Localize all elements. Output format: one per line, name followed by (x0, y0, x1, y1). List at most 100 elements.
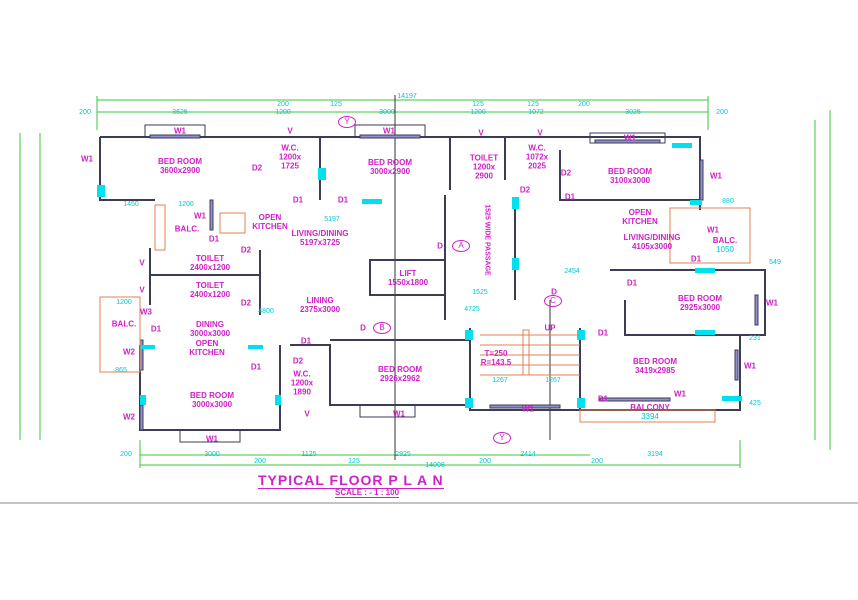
section-marker-y-top: Y (338, 116, 356, 128)
window-tag: W1 (194, 211, 206, 221)
room-name: LINING (306, 296, 334, 305)
dim-bottom: 2925 (395, 451, 411, 458)
room-name: BED ROOM (633, 357, 677, 366)
room-size: 2900 (475, 171, 493, 181)
room-size: 2926x2962 (379, 374, 421, 383)
window-tag: W3 (140, 307, 152, 317)
door-tag: D2 (240, 298, 252, 308)
dim-inner: 1200 (178, 201, 194, 208)
room-size: 2400x1200 (189, 290, 231, 299)
drawing-scale: SCALE : - 1 : 100 (335, 488, 400, 498)
room-size: 1050 (716, 245, 734, 254)
dim-bottom: 200 (120, 451, 132, 458)
dim-top: 200 (79, 109, 91, 116)
dim-top: 1200 (275, 109, 291, 116)
balconies-and-stairs (99, 204, 751, 423)
tread-label: T=250 (484, 349, 508, 358)
room-size: 3000x2900 (369, 167, 411, 176)
dim-inner: 1267 (545, 377, 561, 384)
room-size: 3000x3000 (189, 329, 231, 338)
room-name: BED ROOM (190, 391, 234, 400)
door-tag: D (551, 287, 557, 297)
window-tag: W1 (744, 361, 756, 371)
room-name: W.C. (281, 143, 299, 153)
ventilator-tag: V (478, 128, 484, 138)
ventilator-tag: V (537, 128, 543, 138)
window-tag: W1 (624, 133, 636, 143)
room-name: TOILET (195, 281, 225, 290)
room-balcony-3: BALC. (111, 319, 137, 329)
room-name: BED ROOM (678, 294, 722, 303)
dim-inner: 865 (115, 367, 127, 374)
dim-top: 3025 (625, 109, 641, 116)
dimension-lines (19, 95, 831, 468)
room-name: BALC. (712, 236, 738, 245)
dim-inner: 1200 (116, 299, 132, 306)
window-tag: W1 (674, 389, 686, 399)
window-tag: W1 (206, 434, 218, 444)
drawing-title: TYPICAL FLOOR P L A N (258, 472, 444, 489)
dim-inner: 2454 (564, 268, 580, 275)
room-size: 2925x3000 (679, 303, 721, 312)
room-name: KITCHEN (622, 217, 658, 226)
room-name: OPEN (195, 339, 219, 348)
dim-bottom: 3000 (204, 451, 220, 458)
door-tag: D (360, 323, 366, 333)
room-name: BALCONY (630, 403, 670, 412)
door-tag: D2 (251, 163, 263, 173)
room-size: 1200x (278, 152, 302, 162)
dim-bottom: 3194 (647, 451, 663, 458)
room-size: 1200x (472, 162, 496, 172)
dim-inner: 231 (749, 335, 761, 342)
marker-a: A (452, 240, 470, 252)
room-name: W.C. (528, 143, 546, 153)
door-tag: D1 (597, 394, 609, 404)
dim-bottom-total: 14008 (425, 462, 445, 469)
ventilator-tag: V (304, 409, 310, 419)
door-tag: D1 (337, 195, 349, 205)
room-size: 3394 (641, 412, 659, 421)
ventilator-tag: V (287, 126, 293, 136)
dim-bottom: 200 (591, 458, 603, 465)
room-name: KITCHEN (189, 348, 225, 357)
door-tag: D2 (240, 245, 252, 255)
dim-inner: 549 (769, 259, 781, 266)
windows (139, 124, 759, 443)
dim-inner: 1267 (492, 377, 508, 384)
door-openings (97, 143, 742, 408)
room-size: 1725 (281, 161, 299, 171)
dim-top: 200 (277, 101, 289, 108)
room-size: 2375x3000 (299, 305, 341, 314)
door-tag: D1 (250, 362, 262, 372)
room-size: 4105x3000 (631, 242, 673, 251)
room-name: BED ROOM (158, 157, 202, 166)
dim-inner: 4800 (258, 308, 274, 315)
room-name: TOILET (469, 153, 499, 163)
room-size: 3000x3000 (191, 400, 233, 409)
door-tag: D1 (564, 192, 576, 202)
dim-inner: 880 (722, 198, 734, 205)
dim-top: 125 (472, 101, 484, 108)
dim-inner: 1525 (472, 289, 488, 296)
room-size: 2025 (528, 161, 546, 171)
dim-inner: 1450 (123, 201, 139, 208)
window-tag: W1 (766, 298, 778, 308)
